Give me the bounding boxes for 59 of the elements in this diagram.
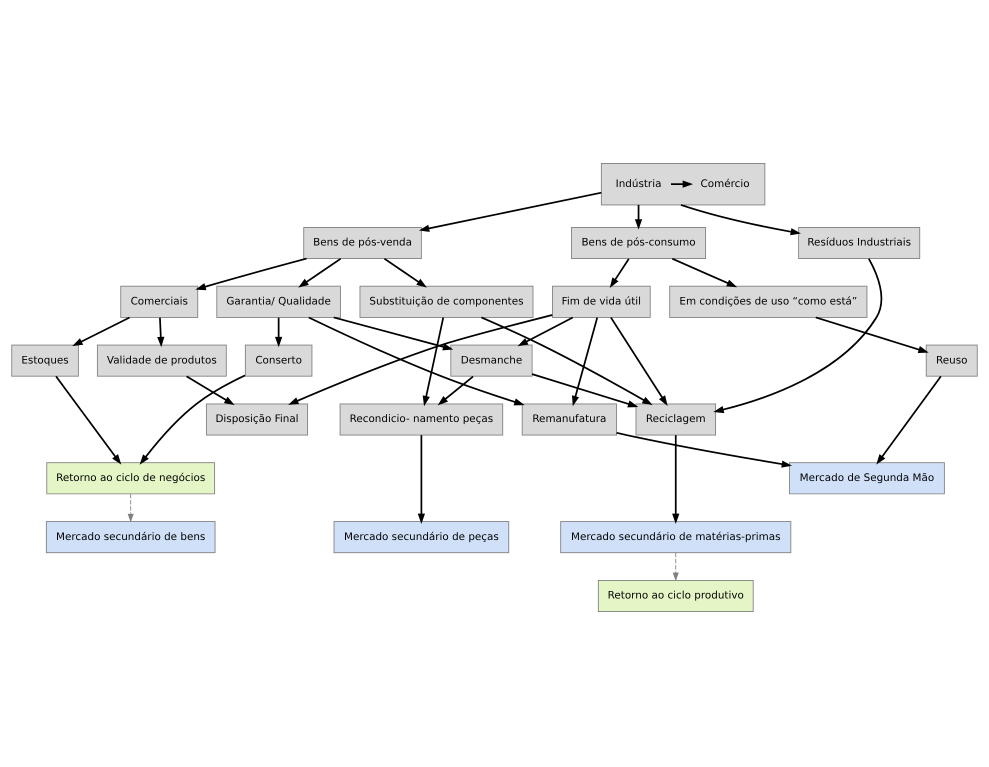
node-box: Mercado de Segunda Mão	[789, 462, 945, 494]
arrow	[72, 316, 130, 346]
arrow	[157, 317, 164, 347]
node-box: Desmanche	[450, 344, 533, 376]
arrow	[816, 316, 929, 352]
node-box: Estoques	[11, 344, 79, 376]
arrow	[532, 372, 638, 407]
arrow	[671, 180, 694, 188]
node-box: Mercado secundário de matérias-primas	[560, 520, 792, 553]
node-box: Validade de produtos	[96, 344, 227, 376]
arrow	[418, 191, 602, 232]
node-box: Retorno ao ciclo produtivo	[598, 579, 754, 612]
node-box: Mercado secundário de peças	[334, 520, 510, 553]
arrow	[308, 316, 525, 405]
arrow	[610, 258, 630, 288]
node-box: Reciclagem	[636, 402, 716, 435]
arrow	[616, 431, 792, 468]
arrow	[140, 374, 246, 464]
arrow	[275, 317, 282, 347]
node-box: Mercado secundário de bens	[46, 520, 216, 553]
node-box: Comerciais	[120, 285, 198, 318]
node-box: Bens de pós-consumo	[571, 226, 706, 258]
arrow	[288, 314, 552, 404]
arrow	[195, 257, 307, 290]
arrow	[128, 493, 134, 522]
node-box: Em condições de uso “como está”	[669, 285, 868, 318]
arrow	[572, 316, 598, 406]
arrow	[334, 316, 454, 350]
arrow	[298, 257, 342, 288]
arrow	[55, 375, 122, 464]
node-box: Substituição de componentes	[360, 285, 534, 318]
arrow	[422, 316, 444, 406]
arrow	[186, 375, 235, 405]
arrow	[518, 316, 574, 346]
cluster	[600, 162, 766, 205]
node-box: Recondicio- namento peças	[340, 402, 504, 435]
node-box: Conserto	[244, 344, 312, 376]
node-box: Retorno ao ciclo de negócios	[46, 462, 216, 494]
arrow	[481, 316, 653, 405]
node-box: Reuso	[926, 344, 978, 376]
arrow	[713, 258, 882, 413]
node-text: Comércio	[700, 177, 750, 190]
node-box: Disposição Final	[206, 402, 308, 435]
node-box: Garantia/ Qualidade	[216, 285, 341, 318]
arrow	[634, 204, 642, 230]
arrow	[672, 257, 738, 287]
node-box: Bens de pós-venda	[303, 226, 422, 258]
arrow	[876, 375, 942, 464]
arrow	[384, 257, 427, 288]
arrow	[672, 434, 680, 524]
arrow	[438, 375, 474, 405]
arrow	[672, 552, 679, 581]
node-box: Remanufatura	[522, 402, 617, 435]
arrow	[418, 434, 426, 524]
node-box: Resíduos Industriais	[798, 226, 920, 258]
arrow	[680, 204, 801, 235]
node-text: Indústria	[616, 177, 662, 190]
node-box: Fim de vida útil	[552, 285, 651, 318]
arrow	[610, 316, 668, 406]
